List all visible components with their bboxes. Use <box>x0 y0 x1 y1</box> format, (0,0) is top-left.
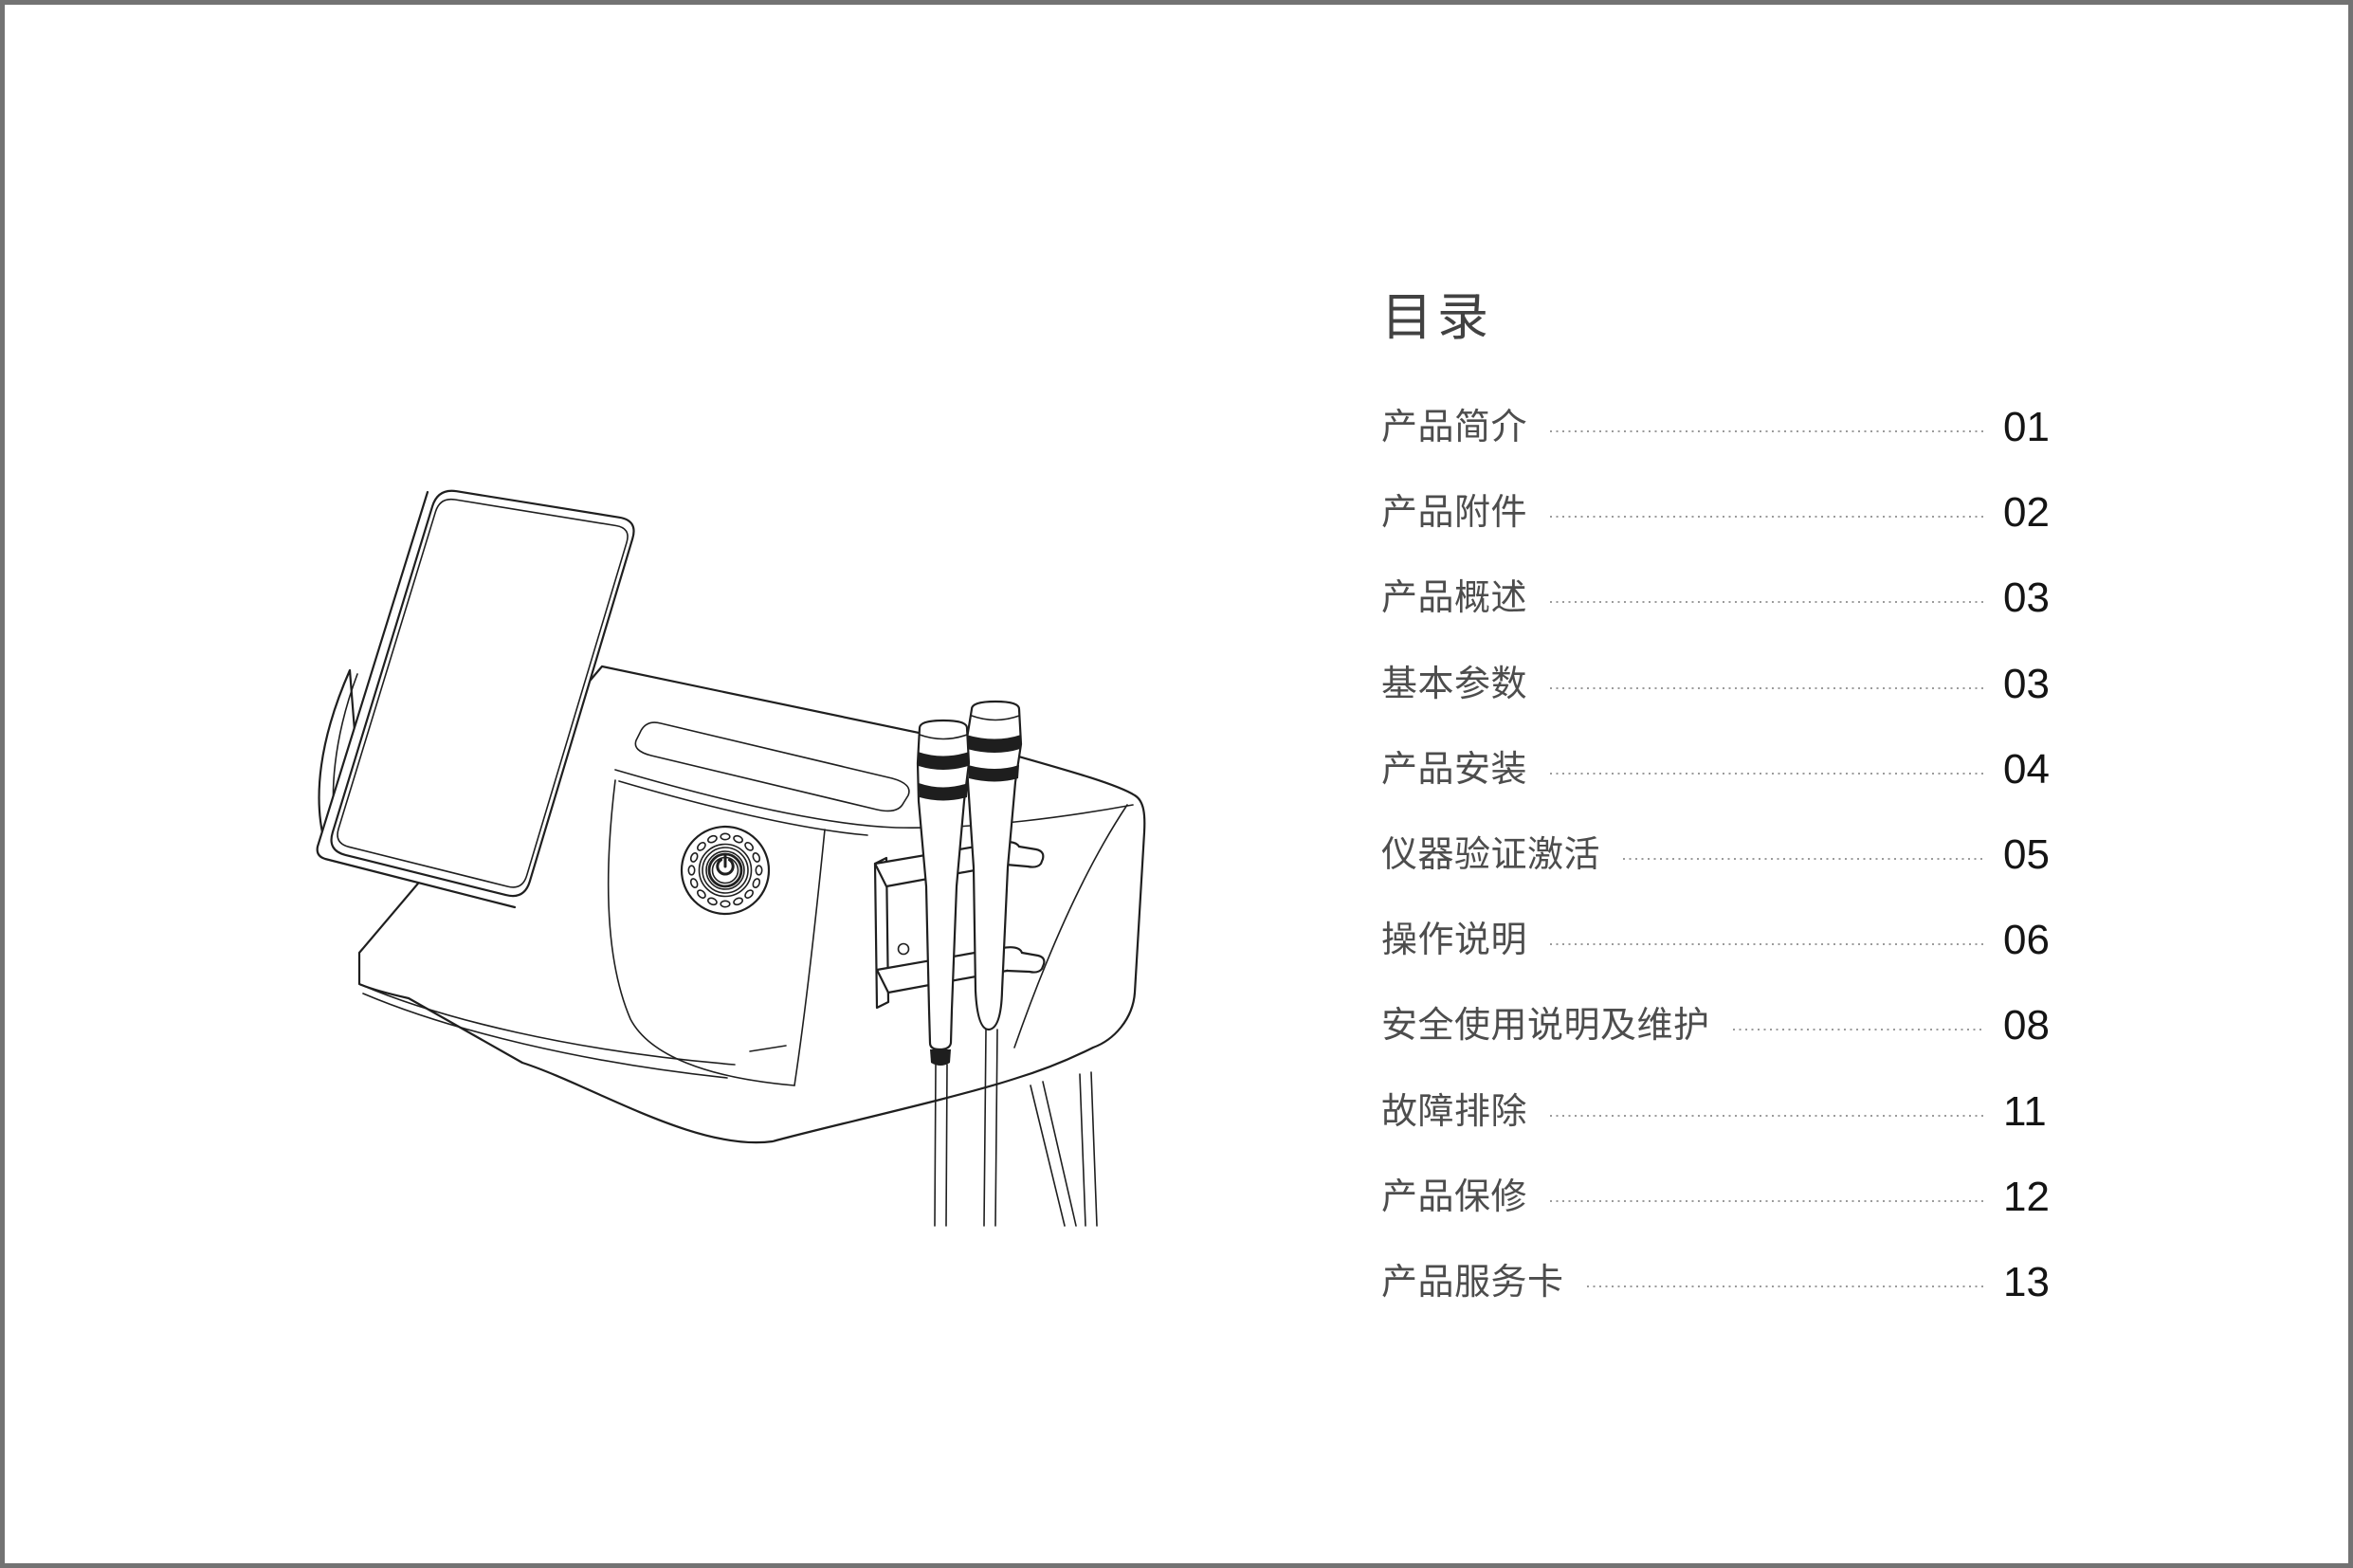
toc-leader-dots <box>1550 1114 1984 1117</box>
toc-title: 目录 <box>1381 289 1493 346</box>
device-illustration <box>289 422 1190 1228</box>
toc-page-number: 01 <box>2003 404 2050 451</box>
toc-leader-dots <box>1550 601 1984 604</box>
toc-page-number: 04 <box>2003 745 2050 793</box>
toc-row: 故障排除 11 <box>1381 1069 2071 1155</box>
toc-leader-dots <box>1550 772 1984 775</box>
power-knob <box>680 825 771 916</box>
toc-item-label: 产品概述 <box>1381 578 1528 619</box>
toc-page-number: 08 <box>2003 1002 2050 1049</box>
toc-row: 操作说明 06 <box>1381 898 2071 983</box>
stand-leg <box>1079 1073 1086 1227</box>
toc-row: 基本参数 03 <box>1381 642 2071 727</box>
toc-item-label: 基本参数 <box>1381 664 1528 704</box>
toc-row: 产品附件 02 <box>1381 470 2071 556</box>
toc-item-label: 产品保修 <box>1381 1176 1528 1217</box>
toc-item-label: 产品简介 <box>1381 408 1528 448</box>
bracket-screw <box>897 942 910 956</box>
toc-leader-dots <box>1732 1029 1984 1031</box>
toc-list: 产品简介 01 产品附件 02 产品概述 03 基本参数 03 产品安装 04 仪器验证激活 05 操作… <box>1381 385 2071 1325</box>
toc-item-label: 操作说明 <box>1381 921 1528 961</box>
handpiece-right <box>964 700 1023 1031</box>
toc-leader-dots <box>1550 1199 1984 1202</box>
handpiece-cable <box>934 1064 937 1227</box>
toc-item-label: 产品安装 <box>1381 749 1528 790</box>
toc-row: 产品保修 12 <box>1381 1155 2071 1240</box>
toc-page-number: 12 <box>2003 1173 2050 1220</box>
stand-leg <box>1030 1085 1066 1227</box>
toc-leader-dots <box>1550 686 1984 689</box>
toc-item-label: 产品服务卡 <box>1381 1262 1564 1303</box>
power-icon <box>716 854 735 876</box>
handpiece-cable <box>983 1029 987 1227</box>
cables-and-legs <box>934 1029 1098 1227</box>
toc-row: 产品概述 03 <box>1381 556 2071 641</box>
toc-page-number: 11 <box>2003 1087 2047 1135</box>
toc-leader-dots <box>1550 516 1984 519</box>
toc-page-number: 13 <box>2003 1258 2050 1305</box>
toc-page-number: 06 <box>2003 917 2050 964</box>
toc-row: 产品简介 01 <box>1381 385 2071 470</box>
toc-page-number: 02 <box>2003 489 2050 537</box>
toc-leader-dots <box>1550 430 1984 433</box>
knob-led-ring <box>687 832 763 908</box>
tablet-screen <box>316 489 635 909</box>
toc-row: 产品安装 04 <box>1381 727 2071 812</box>
toc-row: 安全使用说明及维护 08 <box>1381 983 2071 1068</box>
toc-page-number: 05 <box>2003 831 2050 879</box>
device-line-drawing <box>316 489 1146 1227</box>
toc-row: 仪器验证激活 05 <box>1381 812 2071 898</box>
handpiece-left <box>916 719 971 1066</box>
toc-page-number: 03 <box>2003 660 2050 707</box>
toc-leader-dots <box>1550 943 1984 946</box>
toc-row: 产品服务卡 13 <box>1381 1240 2071 1325</box>
toc-page-number: 03 <box>2003 574 2050 622</box>
toc-item-label: 仪器验证激活 <box>1381 835 1601 876</box>
toc-item-label: 产品附件 <box>1381 493 1528 534</box>
toc-leader-dots <box>1623 858 1984 861</box>
toc-leader-dots <box>1586 1285 1984 1287</box>
toc-item-label: 安全使用说明及维护 <box>1381 1006 1710 1047</box>
handpiece-connector-nut <box>930 1049 951 1066</box>
toc-item-label: 故障排除 <box>1381 1091 1528 1132</box>
